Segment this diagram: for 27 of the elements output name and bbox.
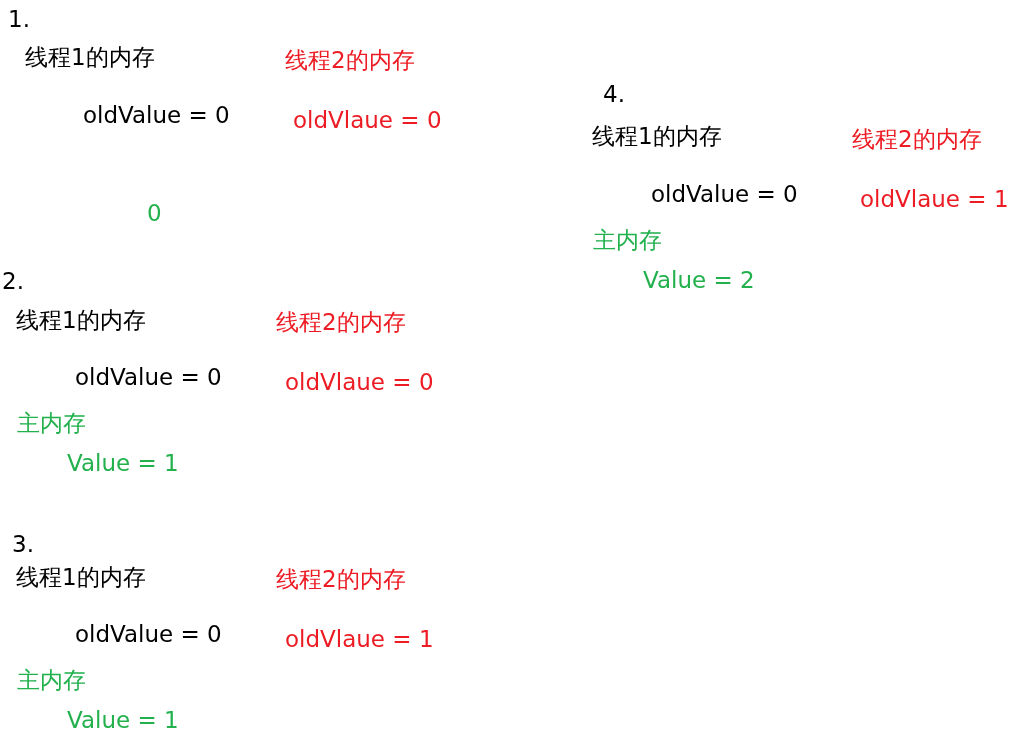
memory-heading: 线程2的内存 bbox=[276, 309, 406, 335]
variable-assignment: oldValue = 0 bbox=[75, 364, 222, 390]
memory-heading: 线程1的内存 bbox=[25, 44, 155, 70]
memory-heading: 线程1的内存 bbox=[592, 123, 722, 149]
variable-assignment: oldVlaue = 0 bbox=[285, 369, 434, 395]
memory-heading: 线程2的内存 bbox=[852, 126, 982, 152]
variable-assignment: oldValue = 0 bbox=[651, 181, 798, 207]
memory-heading: 线程2的内存 bbox=[285, 47, 415, 73]
variable-assignment: oldVlaue = 0 bbox=[293, 107, 442, 133]
variable-assignment: oldValue = 0 bbox=[83, 102, 230, 128]
step-number: 3. bbox=[12, 531, 34, 557]
memory-heading: 线程2的内存 bbox=[276, 566, 406, 592]
step-number: 1. bbox=[8, 6, 30, 32]
memory-heading: 主内存 bbox=[17, 410, 86, 436]
memory-heading: 主内存 bbox=[17, 667, 86, 693]
variable-assignment: Value = 1 bbox=[67, 707, 179, 733]
step-number: 4. bbox=[603, 81, 625, 107]
memory-heading: 主内存 bbox=[593, 227, 662, 253]
memory-heading: 线程1的内存 bbox=[16, 307, 146, 333]
variable-assignment: oldVlaue = 1 bbox=[860, 186, 1009, 212]
variable-assignment: Value = 2 bbox=[643, 267, 755, 293]
memory-heading: 线程1的内存 bbox=[16, 564, 146, 590]
variable-assignment: oldVlaue = 1 bbox=[285, 626, 434, 652]
variable-assignment: oldValue = 0 bbox=[75, 621, 222, 647]
step-number: 2. bbox=[2, 268, 24, 294]
variable-assignment: Value = 1 bbox=[67, 450, 179, 476]
value-number: 0 bbox=[147, 200, 162, 226]
